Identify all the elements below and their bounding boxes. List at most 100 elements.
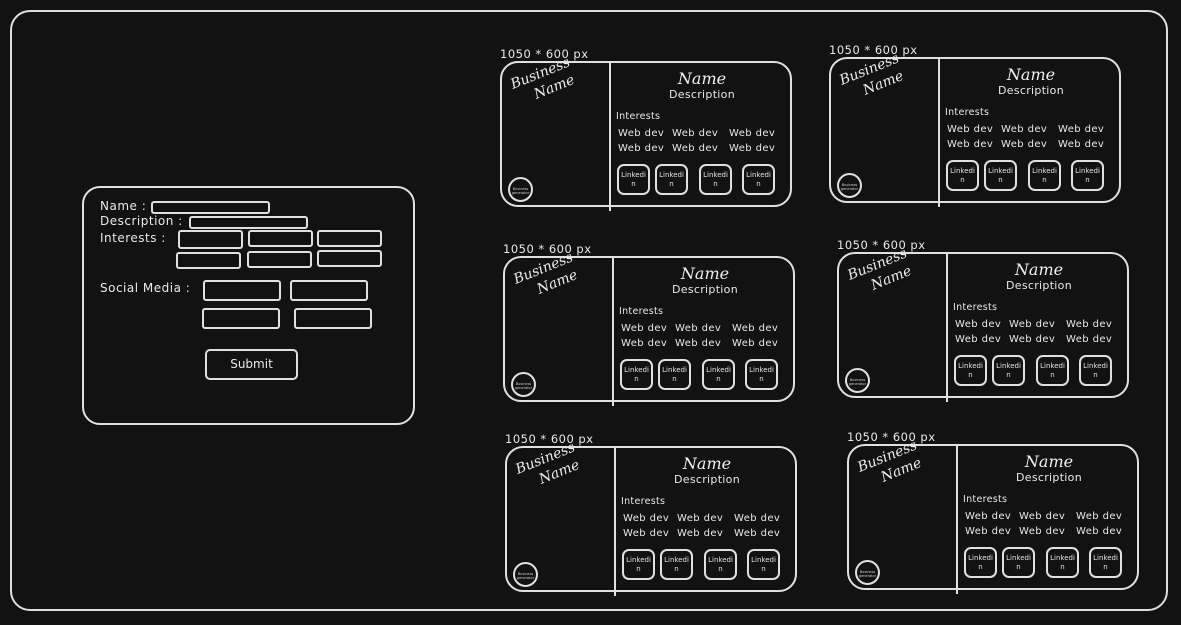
card-name: Name [682,454,732,473]
linkedin-button[interactable]: Linkedi n [1089,547,1122,578]
card-interests-label: Interests [619,306,664,317]
linkedin-button[interactable]: Linkedi n [1028,160,1061,191]
card-interests-label: Interests [963,494,1008,505]
linkedin-button[interactable]: Linkedi n [1046,547,1079,578]
card-description: Description [1016,471,1082,484]
linkedin-button[interactable]: Linkedi n [946,160,979,191]
card-size-label: 1050 * 600 px [500,47,589,61]
card-divider [938,57,940,207]
logo-circle: Business generator [513,562,538,587]
interest-input-5[interactable] [247,251,312,268]
card-interests-label: Interests [945,107,990,118]
card-name: Name [677,69,727,88]
linkedin-button[interactable]: Linkedi n [660,549,693,580]
card-description: Description [669,88,735,101]
business-card-form: Name : Description : Interests : Social … [82,186,415,425]
card-divider [956,444,958,594]
name-label: Name : [100,199,147,213]
description-input[interactable] [189,216,308,229]
linkedin-button[interactable]: Linkedi n [617,164,650,195]
logo-circle: Business generator [837,173,862,198]
social-media-input-3[interactable] [202,308,280,329]
card-name: Name [1014,260,1064,279]
interest-tag: Web dev [732,338,779,349]
interest-tag: Web dev [621,323,668,334]
card-interests-label: Interests [953,302,998,313]
interest-tag: Web dev [1058,139,1105,150]
interest-tag: Web dev [677,513,724,524]
interest-tag: Web dev [955,334,1002,345]
interest-tag: Web dev [672,128,719,139]
linkedin-button[interactable]: Linkedi n [984,160,1017,191]
social-media-input-4[interactable] [294,308,372,329]
logo-circle: Business generator [508,177,533,202]
interest-tag: Web dev [1009,319,1056,330]
linkedin-button[interactable]: Linkedi n [658,359,691,390]
interest-input-2[interactable] [248,230,313,247]
interest-tag: Web dev [1001,124,1048,135]
linkedin-button[interactable]: Linkedi n [1002,547,1035,578]
linkedin-button[interactable]: Linkedi n [655,164,688,195]
card-size-label: 1050 * 600 px [847,430,936,444]
card-size-label: 1050 * 600 px [837,238,926,252]
interest-tag: Web dev [1019,511,1066,522]
interest-tag: Web dev [618,143,665,154]
interest-tag: Web dev [734,528,781,539]
card-size-label: 1050 * 600 px [829,43,918,57]
card-divider [614,446,616,596]
interest-tag: Web dev [734,513,781,524]
name-input[interactable] [151,201,270,214]
linkedin-button[interactable]: Linkedi n [954,355,987,386]
card-description: Description [672,283,738,296]
social-media-label: Social Media : [100,281,191,295]
linkedin-button[interactable]: Linkedi n [620,359,653,390]
interest-tag: Web dev [965,526,1012,537]
linkedin-button[interactable]: Linkedi n [745,359,778,390]
card-name: Name [1006,65,1056,84]
interest-tag: Web dev [1019,526,1066,537]
card-size-label: 1050 * 600 px [505,432,594,446]
linkedin-button[interactable]: Linkedi n [964,547,997,578]
interest-tag: Web dev [729,128,776,139]
linkedin-button[interactable]: Linkedi n [747,549,780,580]
interest-tag: Web dev [677,528,724,539]
interest-tag: Web dev [675,338,722,349]
interest-input-6[interactable] [317,250,382,267]
interest-tag: Web dev [1001,139,1048,150]
linkedin-button[interactable]: Linkedi n [992,355,1025,386]
interest-tag: Web dev [623,513,670,524]
linkedin-button[interactable]: Linkedi n [1071,160,1104,191]
logo-circle: Business generator [845,368,870,393]
linkedin-button[interactable]: Linkedi n [622,549,655,580]
linkedin-button[interactable]: Linkedi n [699,164,732,195]
interest-input-1[interactable] [178,230,243,249]
interest-tag: Web dev [621,338,668,349]
interest-tag: Web dev [732,323,779,334]
linkedin-button[interactable]: Linkedi n [1036,355,1069,386]
social-media-input-1[interactable] [203,280,281,301]
linkedin-button[interactable]: Linkedi n [742,164,775,195]
card-divider [612,256,614,406]
social-media-input-2[interactable] [290,280,368,301]
interest-tag: Web dev [955,319,1002,330]
card-description: Description [674,473,740,486]
card-description: Description [1006,279,1072,292]
linkedin-button[interactable]: Linkedi n [702,359,735,390]
submit-button[interactable]: Submit [205,349,298,380]
linkedin-button[interactable]: Linkedi n [1079,355,1112,386]
interest-tag: Web dev [1076,526,1123,537]
interest-input-3[interactable] [317,230,382,247]
interest-tag: Web dev [1066,334,1113,345]
interest-tag: Web dev [623,528,670,539]
interest-input-4[interactable] [176,252,241,269]
interest-tag: Web dev [1009,334,1056,345]
card-interests-label: Interests [621,496,666,507]
linkedin-button[interactable]: Linkedi n [704,549,737,580]
